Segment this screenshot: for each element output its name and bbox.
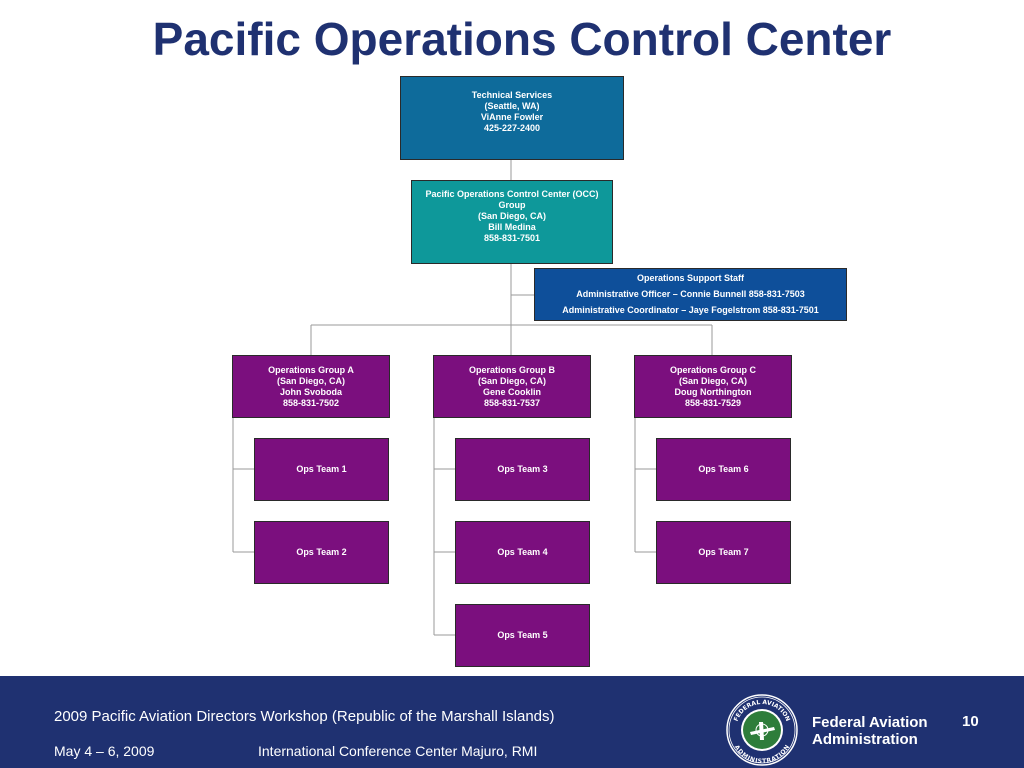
operations-support-staff-box: Operations Support Staff Administrative … (534, 268, 847, 321)
group-a-manager: John Svoboda (279, 387, 342, 397)
group-a-title: Operations Group A (268, 365, 354, 375)
ops-team-7-label: Ops Team 7 (698, 547, 749, 557)
occ-title: Pacific Operations Control Center (OCC) (425, 188, 599, 199)
ops-team-1-box: Ops Team 1 (254, 438, 389, 501)
ops-team-6-box: Ops Team 6 (656, 438, 791, 501)
technical-services-box: Technical Services (Seattle, WA) ViAnne … (400, 76, 624, 160)
occ-location: (San Diego, CA) (477, 210, 546, 221)
group-b-title: Operations Group B (468, 365, 555, 375)
footer-band: 2009 Pacific Aviation Directors Workshop… (0, 676, 1024, 768)
technical-services-phone: 425-227-2400 (483, 123, 541, 133)
technical-services-title: Technical Services (471, 90, 553, 100)
technical-services-location: (Seattle, WA) (484, 101, 540, 111)
operations-group-b-box: Operations Group B (San Diego, CA) Gene … (433, 355, 591, 418)
administrative-officer: Administrative Officer – Connie Bunnell … (576, 288, 805, 299)
ops-team-2-box: Ops Team 2 (254, 521, 389, 584)
ops-team-5-box: Ops Team 5 (455, 604, 590, 667)
group-a-location: (San Diego, CA) (276, 376, 345, 386)
group-c-phone: 858-831-7529 (684, 398, 742, 408)
occ-manager: Bill Medina (488, 221, 536, 232)
ops-team-2-label: Ops Team 2 (296, 547, 347, 557)
occ-title-cont: Group (498, 199, 526, 210)
ops-team-4-box: Ops Team 4 (455, 521, 590, 584)
technical-services-manager: ViAnne Fowler (480, 112, 544, 122)
faa-seal-logo: FEDERAL AVIATION ADMINISTRATION (726, 694, 798, 766)
ops-team-3-box: Ops Team 3 (455, 438, 590, 501)
group-b-location: (San Diego, CA) (477, 376, 546, 386)
occ-phone: 858-831-7501 (483, 232, 541, 243)
operations-group-a-box: Operations Group A (San Diego, CA) John … (232, 355, 390, 418)
ops-team-5-label: Ops Team 5 (497, 630, 548, 640)
agency-name: Federal Aviation Administration (812, 714, 952, 748)
footer-venue: International Conference Center Majuro, … (258, 743, 538, 759)
group-a-phone: 858-831-7502 (282, 398, 340, 408)
group-c-location: (San Diego, CA) (678, 376, 747, 386)
support-staff-title: Operations Support Staff (636, 273, 744, 284)
group-c-title: Operations Group C (669, 365, 756, 375)
footer-workshop-title: 2009 Pacific Aviation Directors Workshop… (54, 708, 555, 725)
agency-name-line1: Federal Aviation (812, 714, 928, 731)
operations-group-c-box: Operations Group C (San Diego, CA) Doug … (634, 355, 792, 418)
ops-team-7-box: Ops Team 7 (656, 521, 791, 584)
group-b-phone: 858-831-7537 (483, 398, 541, 408)
page-number: 10 (962, 713, 979, 730)
ops-team-3-label: Ops Team 3 (497, 464, 548, 474)
ops-team-1-label: Ops Team 1 (296, 464, 347, 474)
agency-name-line2: Administration (812, 731, 918, 748)
occ-group-box: Pacific Operations Control Center (OCC) … (411, 180, 613, 264)
ops-team-4-label: Ops Team 4 (497, 547, 548, 557)
group-b-manager: Gene Cooklin (482, 387, 541, 397)
administrative-coordinator: Administrative Coordinator – Jaye Fogels… (562, 304, 819, 315)
page-title: Pacific Operations Control Center (152, 13, 892, 65)
group-c-manager: Doug Northington (674, 387, 752, 397)
footer-date: May 4 – 6, 2009 (54, 743, 155, 759)
ops-team-6-label: Ops Team 6 (698, 464, 749, 474)
org-connector-lines (232, 159, 713, 636)
